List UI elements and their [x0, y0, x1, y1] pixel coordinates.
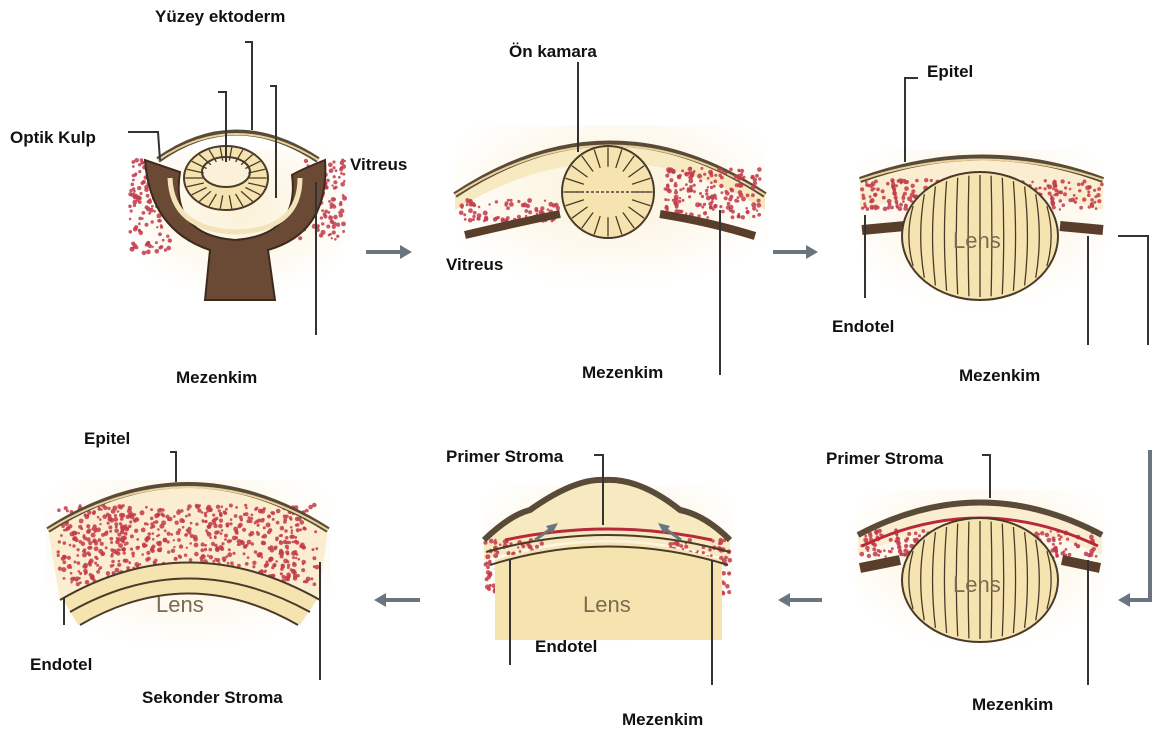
arrow-stage-3-to-6 — [1118, 450, 1150, 607]
label-endotel-5: Endotel — [535, 637, 597, 656]
stage-3-lens-label: Lens — [953, 228, 1001, 253]
label-mezenkim-2: Mezenkim — [582, 363, 663, 382]
label-mezenkim-5: Mezenkim — [622, 710, 703, 729]
label-optik-kulp: Optik Kulp — [10, 128, 96, 147]
leader-yuzey-ektoderm — [245, 42, 252, 130]
label-primer-stroma-5: Primer Stroma — [446, 447, 564, 466]
label-sekonder-stroma: Sekonder Stroma — [142, 688, 283, 707]
label-vitreus-1: Vitreus — [350, 155, 407, 174]
leader-epitel-4 — [170, 452, 176, 482]
label-endotel-4: Endotel — [30, 655, 92, 674]
label-mezenkim-6: Mezenkim — [972, 695, 1053, 714]
stage-5-lens-label: Lens — [583, 592, 631, 617]
stage-4-secondary-stroma: Lens Epitel Endotel Sekonder Stroma — [30, 429, 330, 707]
stage-5-stroma-invasion: Lens Primer Stroma Endotel Mezenkim — [446, 447, 734, 729]
stage-1-optic-cup: Yüzey ektoderm Optik Kulp Vitreus Mezenk… — [10, 7, 407, 387]
arrow-stage-6-to-5 — [778, 593, 822, 607]
label-epitel-3: Epitel — [927, 62, 973, 81]
stage-2-anterior-chamber: Ön kamara Vitreus Mezenkim — [446, 42, 765, 382]
stage-6-lens-label: Lens — [953, 572, 1001, 597]
stage-3-lens-stage: Lens Epitel Endotel Mezenkim — [832, 62, 1148, 385]
stage-3-optic-cup-right — [1060, 226, 1103, 230]
arrow-stage-2-to-3 — [773, 245, 818, 259]
leader-epitel-3 — [905, 78, 918, 162]
label-on-kamara: Ön kamara — [509, 42, 597, 61]
arrow-stage-5-to-4 — [374, 593, 420, 607]
leader-side-3 — [1118, 236, 1148, 345]
stage-4-lens-label: Lens — [156, 592, 204, 617]
label-vitreus-2: Vitreus — [446, 255, 503, 274]
label-mezenkim-1: Mezenkim — [176, 368, 257, 387]
stage-6-primary-stroma: Lens Primer Stroma Mezenkim — [826, 449, 1105, 714]
label-primer-stroma-6: Primer Stroma — [826, 449, 944, 468]
stage-3-optic-cup-left — [862, 226, 905, 230]
label-yuzey-ektoderm: Yüzey ektoderm — [155, 7, 285, 26]
arrow-stage-1-to-2 — [366, 245, 412, 259]
label-epitel-4: Epitel — [84, 429, 130, 448]
label-endotel-3: Endotel — [832, 317, 894, 336]
label-mezenkim-3: Mezenkim — [959, 366, 1040, 385]
